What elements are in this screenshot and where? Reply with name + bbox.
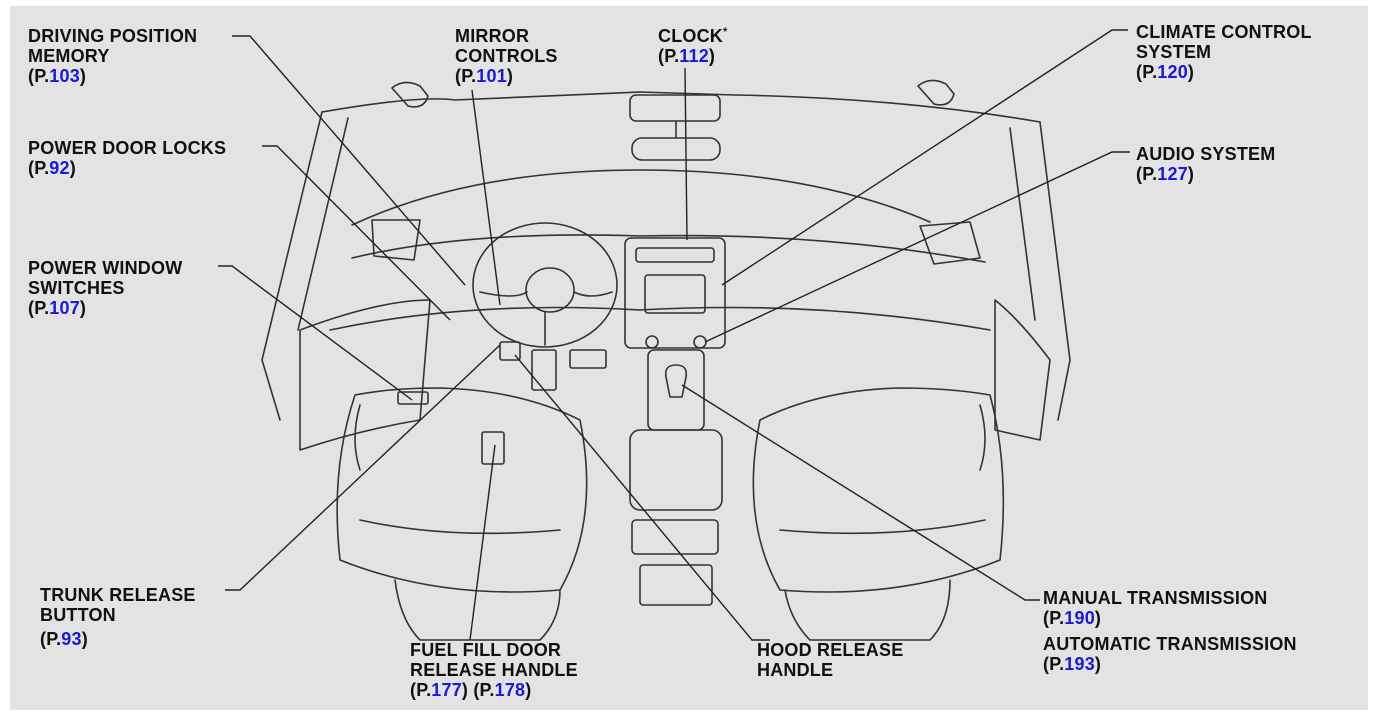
page-reference[interactable]: (P.107) xyxy=(28,298,87,318)
hood-release-handle xyxy=(499,341,521,361)
callout-text: HANDLE xyxy=(757,660,834,680)
callout-text: AUDIO SYSTEM xyxy=(1136,144,1276,164)
callout-text: SWITCHES xyxy=(28,278,125,298)
overhead-console xyxy=(629,94,721,122)
page-reference[interactable]: (P.120) xyxy=(1136,62,1195,82)
callout-power-door-locks: POWER DOOR LOCKS (P.92) xyxy=(28,138,226,178)
center-armrest xyxy=(629,429,723,511)
leader-transmission xyxy=(681,384,1040,601)
right-door-panel xyxy=(994,299,1051,441)
leader-hood xyxy=(514,354,770,641)
page-reference[interactable]: (P.101) xyxy=(455,66,514,86)
callout-climate-control-system: CLIMATE CONTROL SYSTEM (P.120) xyxy=(1136,22,1312,82)
page-reference[interactable]: (P.193) xyxy=(1043,654,1102,674)
navigation-screen xyxy=(644,274,706,314)
leader-window-switches xyxy=(218,265,413,401)
left-window-switch xyxy=(397,391,429,405)
passenger-seat xyxy=(752,387,1005,593)
right-side-mirror xyxy=(919,221,981,265)
callout-manual-transmission: MANUAL TRANSMISSION (P.190) xyxy=(1043,588,1267,628)
right-a-pillar-inner xyxy=(1009,127,1036,321)
callout-text: AUTOMATIC TRANSMISSION xyxy=(1043,634,1297,654)
leader-climate xyxy=(721,29,1128,286)
right-sun-visor xyxy=(917,79,955,106)
leader-trunk xyxy=(225,344,501,591)
steering-wheel xyxy=(472,222,618,348)
callout-text: TRUNK RELEASE xyxy=(40,585,196,605)
page-reference[interactable]: (P.127) xyxy=(1136,164,1195,184)
callout-text: FUEL FILL DOOR xyxy=(410,640,562,660)
callout-mirror-controls: MIRROR CONTROLS (P.101) xyxy=(455,26,558,86)
callout-automatic-transmission: AUTOMATIC TRANSMISSION (P.193) xyxy=(1043,634,1297,674)
callout-audio-system: AUDIO SYSTEM (P.127) xyxy=(1136,144,1275,184)
callout-hood-release-handle: HOOD RELEASE HANDLE xyxy=(757,640,903,680)
dashboard-lower xyxy=(329,306,991,331)
leader-audio xyxy=(704,151,1130,343)
diagram-panel xyxy=(10,6,1368,710)
left-a-pillar-inner xyxy=(297,117,349,331)
callout-fuel-fill-door: FUEL FILL DOOR RELEASE HANDLE (P.177) (P… xyxy=(410,640,578,700)
page-reference[interactable]: (P.190) xyxy=(1043,608,1102,628)
leader-driving-position xyxy=(232,35,466,286)
callout-text: CLOCK* xyxy=(658,26,728,46)
callout-text: BUTTON xyxy=(40,605,116,625)
callout-text: CLIMATE CONTROL xyxy=(1136,22,1312,42)
windshield-frame xyxy=(321,91,1041,123)
callout-text: MANUAL TRANSMISSION xyxy=(1043,588,1268,608)
callout-text: RELEASE HANDLE xyxy=(410,660,578,680)
callout-power-window-switches: POWER WINDOW SWITCHES (P.107) xyxy=(28,258,182,318)
leader-mirror xyxy=(471,89,501,306)
steering-hub xyxy=(525,267,575,313)
leader-fuel xyxy=(469,444,496,641)
callout-trunk-release-button: TRUNK RELEASE BUTTON (P.93) xyxy=(40,585,196,649)
page-reference[interactable]: (P.177) (P.178) xyxy=(410,680,532,700)
footnote-marker: * xyxy=(723,26,728,38)
rear-view-mirror xyxy=(631,137,721,161)
page-reference[interactable]: (P.92) xyxy=(28,158,76,178)
callout-clock: CLOCK* (P.112) xyxy=(658,26,727,66)
callout-driving-position-memory: DRIVING POSITION MEMORY (P.103) xyxy=(28,26,197,86)
callout-text: SYSTEM xyxy=(1136,42,1212,62)
right-a-pillar xyxy=(1039,121,1071,421)
rear-vents xyxy=(631,519,719,555)
shift-console xyxy=(647,349,705,431)
page-reference[interactable]: (P.112) xyxy=(658,46,716,66)
page-reference[interactable]: (P.103) xyxy=(28,66,87,86)
callout-text: DRIVING POSITION xyxy=(28,26,198,46)
left-a-pillar xyxy=(261,111,323,421)
callout-text: MIRROR xyxy=(455,26,530,46)
left-sun-visor xyxy=(391,81,429,108)
page-reference[interactable]: (P.93) xyxy=(40,629,88,649)
leader-door-locks xyxy=(262,145,451,321)
callout-text: POWER WINDOW xyxy=(28,258,183,278)
callout-text: POWER DOOR LOCKS xyxy=(28,138,227,158)
center-stack xyxy=(624,237,726,349)
callout-text: MEMORY xyxy=(28,46,110,66)
driver-seat xyxy=(336,387,588,593)
leader-clock xyxy=(684,67,688,241)
callout-text: HOOD RELEASE xyxy=(757,640,904,660)
left-side-mirror xyxy=(371,219,421,261)
gear-shifter xyxy=(664,364,688,398)
windshield-lower xyxy=(351,169,931,226)
callout-text: CONTROLS xyxy=(455,46,558,66)
dashboard-top xyxy=(351,234,986,263)
